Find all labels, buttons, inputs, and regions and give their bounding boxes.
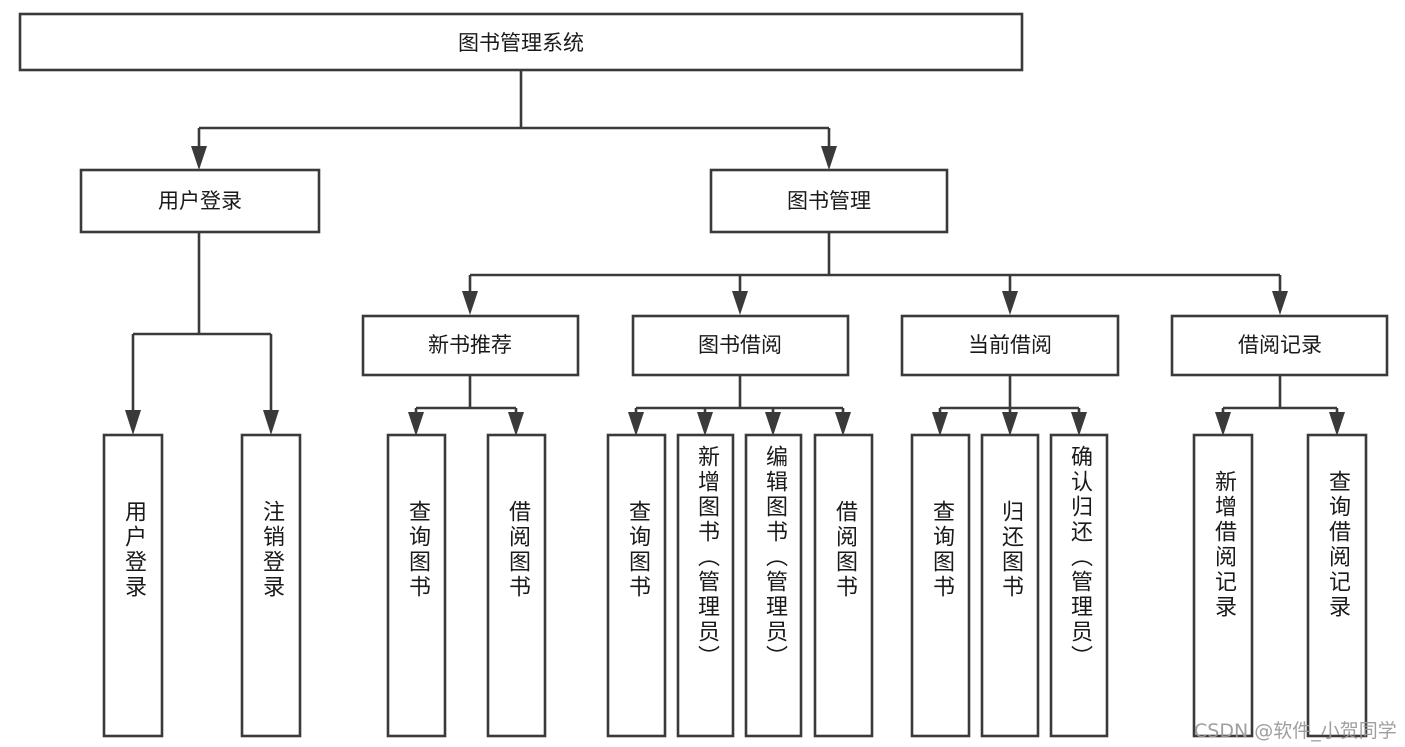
node-box-leaf-add-book[interactable] [676,433,735,738]
arrow-to-leaf-edit-book [765,412,781,436]
arrow-to-leaf-user-logout [263,410,279,435]
arrow-to-user-login [191,146,207,170]
node-box-leaf-query-book-3[interactable] [910,433,971,738]
node-box-user-login[interactable] [79,168,321,234]
csdn-watermark: CSDN @软件_小贺同学 [1194,720,1397,742]
node-box-leaf-query-book-1[interactable] [386,433,447,738]
arrow-to-leaf-borrow-book-1 [508,412,524,436]
node-label-user-login: 用户登录 [158,189,242,213]
node-label-root: 图书管理系统 [458,31,584,55]
node-box-leaf-borrow-book-1[interactable] [486,433,547,738]
arrow-to-leaf-query-book-3 [932,412,948,436]
node-label-book-manage: 图书管理 [787,189,871,213]
arrow-to-leaf-borrow-book-2 [835,412,851,436]
node-box-leaf-add-record[interactable] [1192,433,1254,738]
node-label-book-borrow: 图书借阅 [698,333,782,357]
node-box-new-book-rec[interactable] [361,314,580,377]
arrow-to-leaf-add-book [697,412,713,436]
node-label-borrow-record: 借阅记录 [1238,333,1322,357]
arrow-to-leaf-user-login [125,410,141,435]
node-box-leaf-edit-book[interactable] [744,433,803,738]
node-label-current-borrow: 当前借阅 [968,333,1052,357]
arrow-to-leaf-query-book-2 [628,412,644,436]
node-box-book-manage[interactable] [709,168,949,234]
arrow-to-leaf-add-record [1215,412,1231,436]
arrow-to-leaf-query-record [1329,412,1345,436]
node-box-leaf-return-book[interactable] [980,433,1040,738]
connector-layer [125,70,1345,436]
node-box-leaf-user-logout[interactable] [240,433,302,738]
node-layer: 图书管理系统 用户登录 图书管理 新书推荐 图书借阅 当前借阅 借阅记录 [18,12,1389,738]
node-box-leaf-confirm-return[interactable] [1049,433,1109,738]
node-box-root[interactable] [18,12,1024,72]
node-box-leaf-query-book-2[interactable] [606,433,667,738]
arrow-to-leaf-query-book-1 [408,412,424,436]
node-box-book-borrow[interactable] [631,314,850,377]
node-box-current-borrow[interactable] [900,314,1120,377]
arrow-to-current-borrow [1002,291,1018,315]
arrow-to-book-borrow [732,291,748,315]
arrow-to-book-manage [821,146,837,170]
node-label-new-book-rec: 新书推荐 [428,333,512,357]
arrow-to-leaf-confirm-return [1071,412,1087,436]
arrow-to-new-book-rec [462,291,478,315]
arrow-to-borrow-record [1272,291,1288,315]
node-box-leaf-borrow-book-2[interactable] [813,433,874,738]
node-box-borrow-record[interactable] [1170,314,1389,377]
node-box-leaf-query-record[interactable] [1306,433,1368,738]
node-box-leaf-user-login[interactable] [102,433,164,738]
arrow-to-leaf-return-book [1002,412,1018,436]
